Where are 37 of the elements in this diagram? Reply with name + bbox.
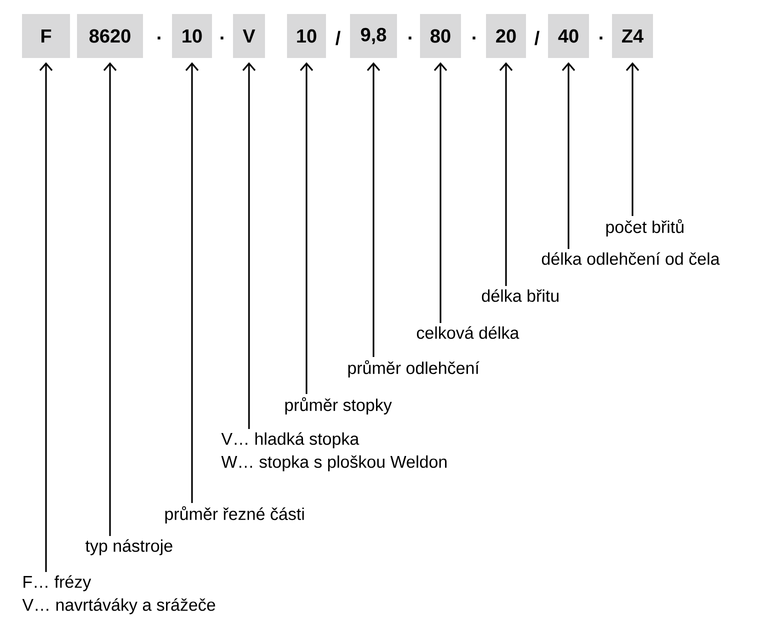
arrow xyxy=(499,62,513,286)
code-box: V xyxy=(233,14,265,58)
separator-text: . xyxy=(158,36,160,40)
description-text: průměr odlehčení xyxy=(348,360,480,378)
arrow xyxy=(103,62,117,536)
description-text: délka břitu xyxy=(482,289,558,302)
description-text: počet břitů xyxy=(606,219,684,236)
separator-text: / xyxy=(336,30,340,46)
separator-text: . xyxy=(408,36,412,40)
arrow xyxy=(562,62,576,249)
separator-text: / xyxy=(534,30,540,46)
code-box: 40 xyxy=(548,14,589,58)
description-text: V… hladká stopka W… stopka s ploškou Weldon xyxy=(221,432,447,472)
code-box: Z4 xyxy=(612,14,653,58)
arrow xyxy=(366,62,380,357)
arrow xyxy=(39,62,53,572)
code-box: 9,8 xyxy=(350,14,397,58)
code-box: 80 xyxy=(420,14,461,58)
arrow xyxy=(300,62,314,394)
code-box: 8620 xyxy=(77,14,143,58)
separator-text: . xyxy=(600,36,602,40)
description-text: délka odlehčení od čela xyxy=(542,252,720,265)
description-text: typ nástroje xyxy=(85,539,172,556)
code-box: 10 xyxy=(172,14,212,58)
code-box: 20 xyxy=(486,14,526,58)
description-text: průměr stopky xyxy=(285,397,392,414)
description-text: celková délka xyxy=(416,326,520,339)
arrow xyxy=(185,62,199,503)
arrow xyxy=(626,62,640,216)
arrow xyxy=(242,62,256,429)
description-text: průměr řezné části xyxy=(165,506,304,524)
code-box: F xyxy=(22,14,70,58)
separator-text: . xyxy=(220,36,224,40)
code-box: 10 xyxy=(287,14,326,58)
arrow xyxy=(434,62,448,323)
separator-text: . xyxy=(472,36,476,40)
description-text: F… frézy V… navrtáváky a srážeče xyxy=(22,575,216,614)
